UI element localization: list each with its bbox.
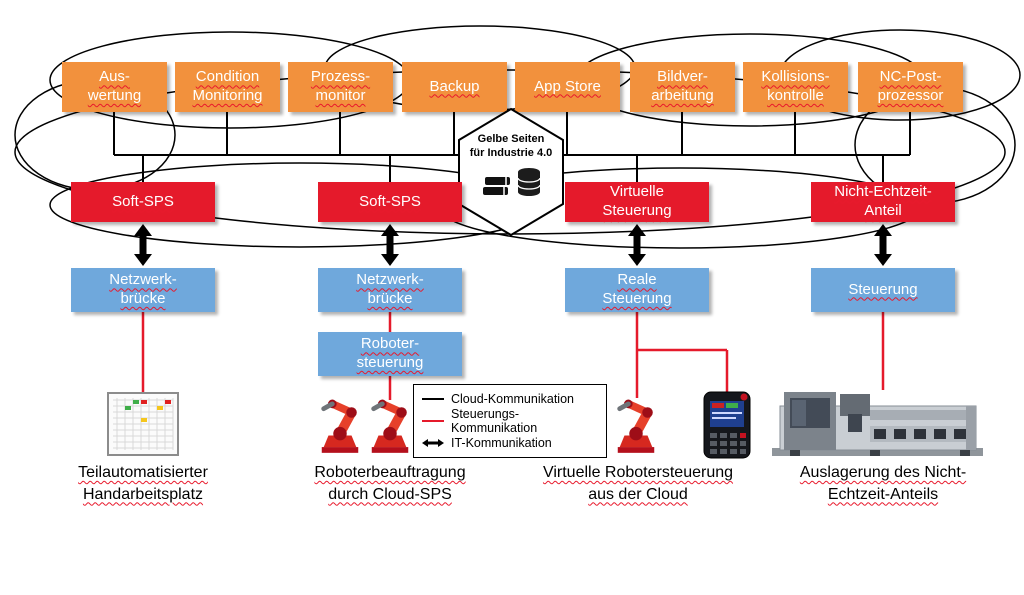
robots-image xyxy=(316,392,416,458)
cloud-node-virtuelle-steuerung: Virtuelle Steuerung xyxy=(565,182,709,222)
yellow-pages-hexagon: Gelbe Seiten für Industrie 4.0 xyxy=(456,106,566,236)
database-icon xyxy=(516,168,541,196)
service-box-app-store: App Store xyxy=(515,62,620,112)
caption-handarbeitsplatz: Teilautomatisierter Handarbeitsplatz xyxy=(78,464,208,503)
service-box-prozessmonitor: Prozess- monitor xyxy=(288,62,393,112)
yellow-pages-label: Gelbe Seiten für Industrie 4.0 xyxy=(469,133,553,160)
local-node-netzwerkbruecke-1: Netzwerk- brücke xyxy=(71,268,215,312)
cloud-comm-line-icon xyxy=(422,398,444,400)
local-node-steuerung: Steuerung xyxy=(811,268,955,312)
robot-and-pendant-image xyxy=(612,391,751,459)
books-icon xyxy=(482,177,510,195)
it-communication-arrows xyxy=(134,224,892,266)
it-arrow-4 xyxy=(874,224,892,266)
caption-auslagerung: Auslagerung des Nicht- Echtzeit-Anteils xyxy=(799,464,967,503)
cloud-node-soft-sps-1: Soft-SPS xyxy=(71,182,215,222)
legend-label: IT-Kommunikation xyxy=(451,436,552,450)
it-arrow-3 xyxy=(628,224,646,266)
cloud-node-soft-sps-2: Soft-SPS xyxy=(318,182,462,222)
local-node-robotersteuerung: Roboter- steuerung xyxy=(318,332,462,376)
service-box-bildverarbeitung: Bildver- arbeitung xyxy=(630,62,735,112)
service-box-nc-postprozessor: NC-Post- prozessor xyxy=(858,62,963,112)
robot-icon xyxy=(372,400,408,453)
manual-workstation-image xyxy=(107,392,179,456)
legend-item-it-communication: IT-Kommunikation xyxy=(422,436,598,450)
robot-icon xyxy=(618,400,654,453)
service-box-auswertung: Aus- wertung xyxy=(62,62,167,112)
legend: Cloud-Kommunikation Steuerungs-Kommunika… xyxy=(413,384,607,458)
caption-roboterbeauftragung: Roboterbeauftragung durch Cloud-SPS xyxy=(314,464,466,503)
control-comm-line-icon xyxy=(422,419,444,423)
it-arrow-1 xyxy=(134,224,152,266)
hexagon-shape xyxy=(458,107,564,236)
robot-icon xyxy=(322,400,358,453)
legend-item-control-communication: Steuerungs-Kommunikation xyxy=(422,407,598,435)
local-node-reale-steuerung: Reale Steuerung xyxy=(565,268,709,312)
local-node-netzwerkbruecke-2: Netzwerk- brücke xyxy=(318,268,462,312)
legend-label: Cloud-Kommunikation xyxy=(451,392,574,406)
cloud-node-nicht-echtzeit-anteil: Nicht-Echtzeit- Anteil xyxy=(811,182,955,222)
it-arrow-2 xyxy=(381,224,399,266)
cnc-machine-image xyxy=(772,392,983,456)
legend-label: Steuerungs-Kommunikation xyxy=(451,407,538,435)
caption-virtuelle-steuerung: Virtuelle Robotersteuerung aus der Cloud xyxy=(542,464,734,503)
service-box-condition-monitoring: Condition Monitoring xyxy=(175,62,280,112)
control-communication-lines xyxy=(141,312,885,400)
service-box-backup: Backup xyxy=(402,62,507,112)
teach-pendant-icon xyxy=(703,391,751,459)
it-comm-arrow-icon xyxy=(422,438,444,448)
legend-item-cloud-communication: Cloud-Kommunikation xyxy=(422,392,598,406)
service-box-kollisionskontrolle: Kollisions- kontrolle xyxy=(743,62,848,112)
